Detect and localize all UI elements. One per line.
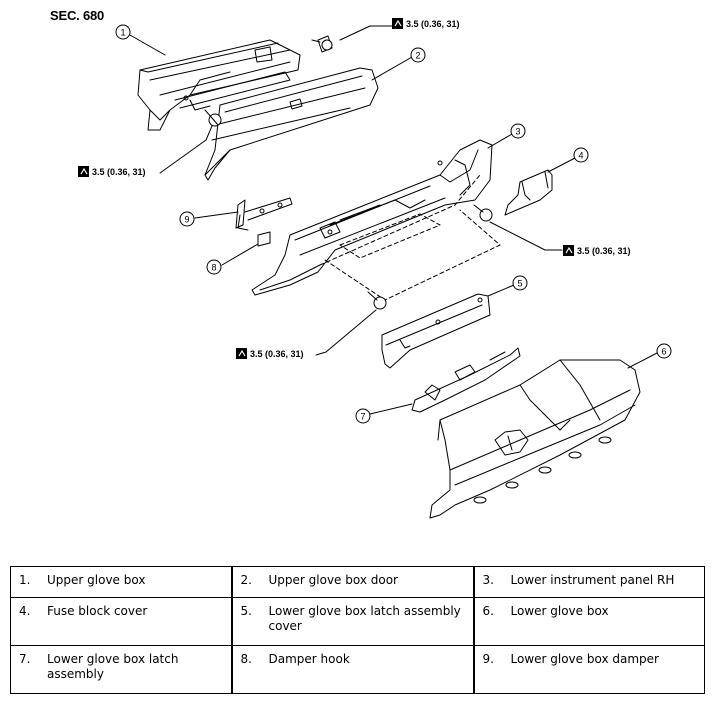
exploded-parts-diagram: SEC. 680 bbox=[50, 8, 672, 519]
svg-text:9: 9 bbox=[184, 215, 189, 225]
callout-8: 8 bbox=[206, 259, 222, 275]
screw-top bbox=[311, 35, 333, 53]
svg-text:8: 8 bbox=[211, 263, 216, 273]
torque-leader-bottom bbox=[315, 309, 377, 356]
svg-text:3: 3 bbox=[515, 127, 520, 137]
callout-1: 1 bbox=[115, 24, 131, 40]
legend-text: Lower glove box latch assembly bbox=[47, 652, 179, 681]
damper-hook-part bbox=[257, 231, 271, 247]
legend-text: Fuse block cover bbox=[47, 604, 148, 618]
legend-row: 7. Lower glove box latch assembly 8. Dampe… bbox=[10, 645, 705, 694]
legend-number: 5. bbox=[240, 604, 252, 618]
torque-label-left: 3.5 (0.36, 31) bbox=[78, 166, 146, 177]
torque-leader-right bbox=[489, 221, 563, 251]
latch-assembly-cover-part bbox=[381, 293, 491, 369]
svg-text:7: 7 bbox=[360, 412, 365, 422]
torque-leader-left bbox=[159, 125, 213, 174]
legend-cell: 4. Fuse block cover bbox=[10, 597, 232, 646]
torque-label-right: 3.5 (0.36, 31) bbox=[563, 245, 631, 256]
dashed-outline bbox=[319, 174, 501, 301]
legend-text: Lower instrument panel RH bbox=[510, 573, 675, 587]
leader-3 bbox=[487, 133, 513, 149]
leader-9 bbox=[194, 211, 239, 219]
section-label: SEC. 680 bbox=[50, 8, 105, 23]
upper-glove-box-door-part bbox=[204, 67, 379, 181]
legend-cell: 1. Upper glove box bbox=[10, 566, 232, 598]
screw-bottom bbox=[367, 291, 387, 310]
leader-1 bbox=[129, 34, 166, 56]
legend-number: 7. bbox=[19, 652, 31, 666]
callout-2: 2 bbox=[410, 47, 426, 63]
torque-labels: 3.5 (0.36, 31) 3.5 (0.36, 31) 3.5 (0.36,… bbox=[78, 18, 631, 359]
legend-number: 9. bbox=[482, 652, 494, 666]
fuse-block-cover-part bbox=[504, 169, 553, 216]
legend-number: 8. bbox=[240, 652, 252, 666]
legend-number: 3. bbox=[482, 573, 494, 587]
torque-wrench-icon bbox=[392, 18, 403, 29]
lower-glove-box-part bbox=[429, 359, 641, 519]
legend-cell: 7. Lower glove box latch assembly bbox=[10, 645, 232, 694]
callout-7: 7 bbox=[355, 408, 371, 424]
torque-label-top: 3.5 (0.36, 31) bbox=[392, 18, 460, 29]
svg-text:5: 5 bbox=[517, 279, 522, 289]
svg-text:6: 6 bbox=[661, 347, 666, 357]
leader-7 bbox=[369, 403, 413, 415]
callouts: 1 2 3 4 5 6 7 8 9 bbox=[115, 24, 672, 424]
leader-2 bbox=[371, 56, 413, 81]
svg-text:3.5 (0.36, 31): 3.5 (0.36, 31) bbox=[92, 167, 146, 177]
screw-right bbox=[473, 204, 493, 222]
legend-text: Lower glove box latch assembly cover bbox=[268, 604, 461, 633]
lower-instrument-panel-part bbox=[251, 139, 493, 296]
legend-cell: 5. Lower glove box latch assembly cover bbox=[230, 597, 474, 646]
leader-5 bbox=[487, 284, 515, 297]
legend-number: 6. bbox=[482, 604, 494, 618]
upper-glove-box-part bbox=[137, 39, 301, 131]
callout-9: 9 bbox=[179, 211, 195, 227]
legend-number: 2. bbox=[240, 573, 252, 587]
callout-5: 5 bbox=[512, 275, 528, 291]
legend-number: 4. bbox=[19, 604, 31, 618]
svg-text:4: 4 bbox=[578, 151, 583, 161]
callout-4: 4 bbox=[573, 147, 589, 163]
legend-cell: 9. Lower glove box damper bbox=[472, 645, 705, 694]
latch-assembly-part bbox=[411, 347, 521, 413]
torque-leader-top bbox=[339, 25, 393, 41]
leader-6 bbox=[627, 352, 658, 369]
legend-row: 1. Upper glove box 2. Upper glove box door… bbox=[10, 566, 705, 598]
legend-text: Lower glove box bbox=[510, 604, 609, 618]
svg-text:3.5 (0.36, 31): 3.5 (0.36, 31) bbox=[406, 19, 460, 29]
callout-3: 3 bbox=[510, 123, 526, 139]
legend-cell: 3. Lower instrument panel RH bbox=[472, 566, 705, 598]
leader-4 bbox=[547, 157, 576, 173]
svg-text:2: 2 bbox=[415, 51, 420, 61]
legend-cell: 8. Damper hook bbox=[230, 645, 474, 694]
torque-wrench-icon bbox=[563, 245, 574, 256]
torque-wrench-icon bbox=[236, 348, 247, 359]
torque-label-bottom: 3.5 (0.36, 31) bbox=[236, 348, 304, 359]
legend-cell: 6. Lower glove box bbox=[472, 597, 705, 646]
svg-text:1: 1 bbox=[120, 28, 125, 38]
legend-text: Upper glove box door bbox=[268, 573, 398, 587]
glove-box-damper-part bbox=[235, 197, 293, 231]
legend-text: Upper glove box bbox=[47, 573, 146, 587]
svg-text:3.5 (0.36, 31): 3.5 (0.36, 31) bbox=[577, 246, 631, 256]
leader-8 bbox=[221, 243, 259, 266]
svg-text:3.5 (0.36, 31): 3.5 (0.36, 31) bbox=[250, 349, 304, 359]
legend-text: Damper hook bbox=[268, 652, 350, 666]
legend-number: 1. bbox=[19, 573, 31, 587]
legend-text: Lower glove box damper bbox=[510, 652, 659, 666]
parts-legend-table: 1. Upper glove box 2. Upper glove box door… bbox=[10, 566, 705, 694]
legend-cell: 2. Upper glove box door bbox=[230, 566, 474, 598]
legend-row: 4. Fuse block cover 5. Lower glove box lat… bbox=[10, 597, 705, 646]
torque-wrench-icon bbox=[78, 166, 89, 177]
diagram-drawing: 1 2 3 4 5 6 7 8 9 3.5 (0.36, 31) 3.5 (0.… bbox=[78, 18, 672, 519]
screw-left bbox=[204, 109, 222, 127]
callout-6: 6 bbox=[656, 343, 672, 359]
